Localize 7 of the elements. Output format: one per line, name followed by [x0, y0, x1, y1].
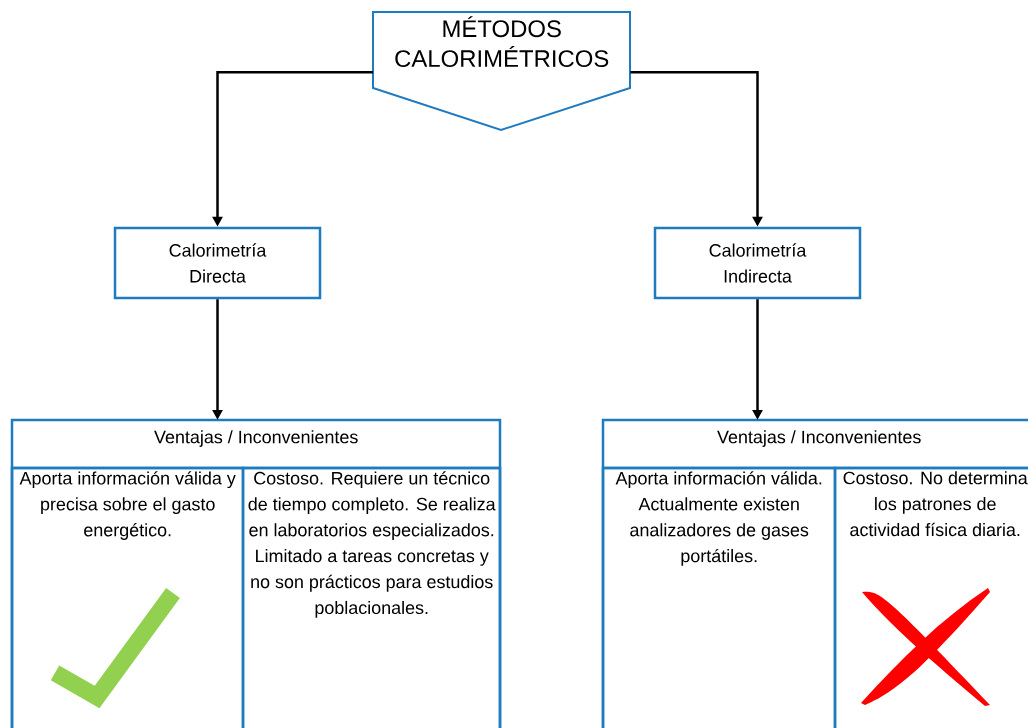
process-box: Calorimetría Indirecta	[653, 226, 862, 300]
title-arrow-box: MÉTODOS CALORIMÉTRICOS	[372, 11, 631, 132]
process-box: Calorimetría Directa	[113, 226, 322, 300]
table-cell: Aporta información válida y precisa sobre el gasto energético.	[10, 466, 245, 728]
table-cell: Aporta información válida. Actualmente existen analizadores de gases portátiles.	[601, 466, 837, 728]
table-cell: Costoso. Requiere un técnico de tiempo completo. Se realiza en laboratorios especializados. Limitado a tareas concretas y no son prácticos para estudios poblacionales.	[241, 466, 502, 728]
table-cell: Costoso. No determina los patrones de actividad física diaria.	[833, 466, 1028, 728]
